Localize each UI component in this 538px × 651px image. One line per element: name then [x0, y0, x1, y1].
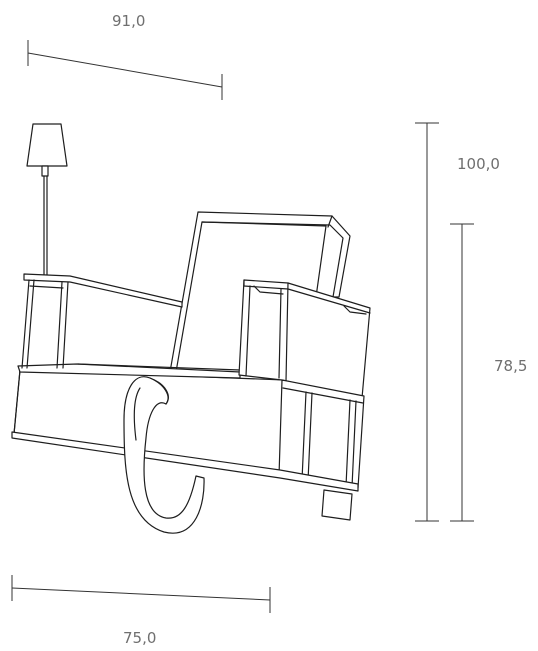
right-shelf-unit: [278, 379, 365, 489]
dimension-top-width: 91,0: [27, 12, 223, 100]
right-armrest-box: [238, 279, 371, 399]
chair-base: [11, 431, 359, 492]
lamp-shade-icon: [26, 123, 68, 167]
floor-lamp: [26, 123, 68, 277]
dimension-top-width-label: 91,0: [112, 12, 145, 30]
chair-leg: [321, 489, 353, 521]
left-armrest-shelf: [21, 273, 183, 369]
dimension-total-height: 100,0: [415, 122, 500, 522]
dimension-bottom-depth-label: 75,0: [123, 629, 156, 647]
dimension-bottom-depth: 75,0: [11, 575, 271, 647]
rocking-hoop: [123, 376, 205, 534]
dimension-total-height-label: 100,0: [457, 155, 500, 173]
dimension-seat-height: 78,5: [450, 223, 527, 522]
dimension-seat-height-label: 78,5: [494, 357, 527, 375]
